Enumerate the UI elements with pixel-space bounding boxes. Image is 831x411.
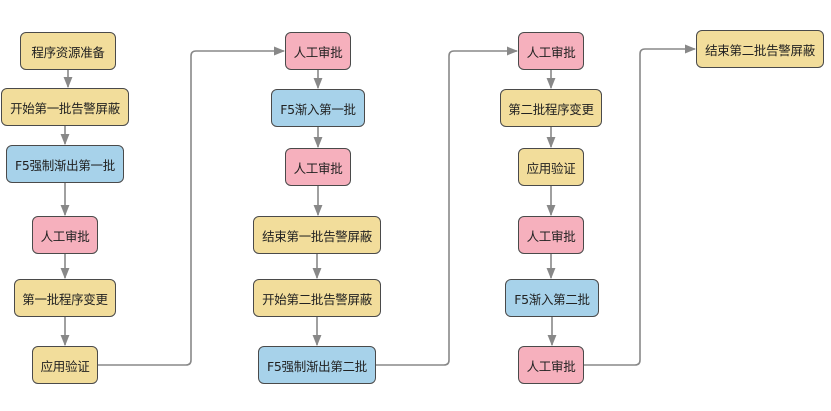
- node-manual-approval-5[interactable]: 人工审批: [518, 216, 584, 254]
- node-app-verify-1[interactable]: 应用验证: [32, 346, 98, 384]
- edge-n12-to-n13: [376, 46, 519, 366]
- node-app-verify-2[interactable]: 应用验证: [518, 148, 584, 186]
- node-f5-force-out-batch1[interactable]: F5强制渐出第一批: [6, 145, 124, 183]
- node-manual-approval-2[interactable]: 人工审批: [285, 32, 351, 70]
- node-batch1-program-change[interactable]: 第一批程序变更: [14, 279, 116, 317]
- node-batch2-program-change[interactable]: 第二批程序变更: [500, 89, 602, 127]
- node-program-resource-prep[interactable]: 程序资源准备: [20, 32, 116, 70]
- node-start-batch1-alert-mask[interactable]: 开始第一批告警屏蔽: [1, 88, 129, 126]
- node-end-batch1-alert-mask[interactable]: 结束第一批告警屏蔽: [253, 216, 381, 254]
- node-manual-approval-3[interactable]: 人工审批: [285, 148, 351, 186]
- node-manual-approval-6[interactable]: 人工审批: [518, 346, 584, 384]
- node-end-batch2-alert-mask[interactable]: 结束第二批告警屏蔽: [696, 30, 824, 68]
- node-f5-fade-in-batch2[interactable]: F5渐入第二批: [505, 279, 599, 317]
- node-f5-force-out-batch2[interactable]: F5强制渐出第二批: [258, 346, 376, 384]
- node-start-batch2-alert-mask[interactable]: 开始第二批告警屏蔽: [253, 279, 381, 317]
- node-manual-approval-1[interactable]: 人工审批: [32, 216, 98, 254]
- node-f5-fade-in-batch1[interactable]: F5渐入第一批: [271, 89, 365, 127]
- node-manual-approval-4[interactable]: 人工审批: [518, 32, 584, 70]
